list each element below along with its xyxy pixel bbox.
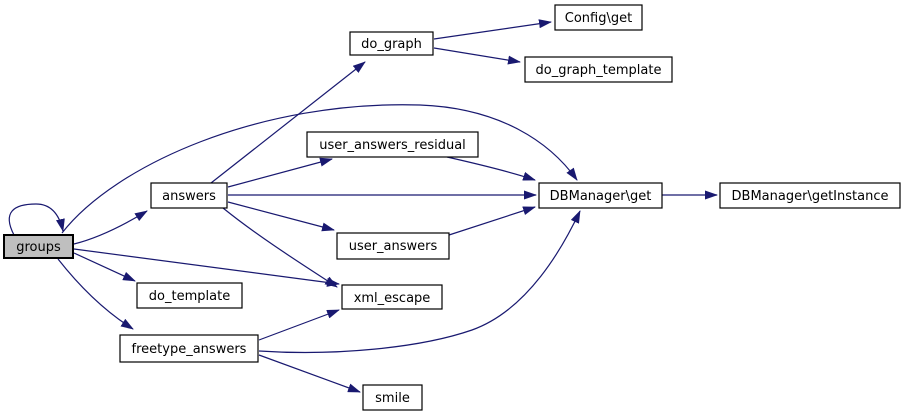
edge-answers-to-do-graph: [210, 61, 366, 184]
node-dbmanager-get[interactable]: DBManager\get: [538, 182, 663, 209]
edge-answers-to-user-answers-residual: [227, 157, 333, 188]
node-xml-escape-box: [341, 284, 443, 310]
node-do-graph[interactable]: do_graph: [349, 31, 434, 56]
node-do-graph-label: do_graph: [361, 37, 422, 52]
edge-groups-self-loop: [8, 203, 65, 236]
node-dbmanager-get-label: DBManager\get: [550, 189, 652, 204]
edge-freetype-answers-to-smile: [258, 354, 361, 393]
node-config-get[interactable]: Config\get: [554, 4, 643, 31]
node-dbmanager-getinstance[interactable]: DBManager\getInstance: [719, 182, 901, 209]
edge-groups-to-do-template: [73, 252, 136, 282]
edge-user-answers-residual-to-dbmanager-get: [446, 156, 536, 181]
node-do-graph-template-label: do_graph_template: [536, 63, 662, 78]
node-answers-label: answers: [162, 189, 216, 204]
node-smile[interactable]: smile: [362, 384, 423, 411]
node-dbmanager-getinstance-box: [719, 182, 901, 209]
edge-groups-to-xml-escape: [73, 248, 340, 287]
node-xml-escape[interactable]: xml_escape: [341, 284, 443, 310]
node-config-get-box: [554, 4, 643, 31]
edge-do-graph-to-config-get: [433, 19, 552, 40]
node-user-answers[interactable]: user_answers: [336, 232, 450, 260]
node-layer: groups answers do_graph Config\get do_gr…: [3, 4, 901, 411]
node-user-answers-box: [336, 232, 450, 260]
node-config-get-label: Config\get: [565, 11, 632, 26]
node-groups-label: groups: [16, 240, 61, 255]
node-user-answers-residual[interactable]: user_answers_residual: [306, 131, 479, 158]
edge-freetype-answers-to-dbmanager-get: [258, 210, 581, 354]
node-do-template[interactable]: do_template: [136, 282, 243, 309]
node-groups[interactable]: groups: [3, 234, 74, 259]
edge-freetype-answers-to-xml-escape: [258, 309, 340, 341]
edge-groups-to-answers: [73, 210, 148, 245]
node-do-template-box: [136, 282, 243, 309]
edge-answers-to-xml-escape: [222, 207, 338, 288]
node-do-graph-template[interactable]: do_graph_template: [524, 56, 673, 83]
edge-groups-to-dbmanager-get: [61, 104, 578, 234]
edge-answers-to-user-answers: [227, 201, 335, 232]
node-smile-box: [362, 384, 423, 411]
node-answers-box: [150, 182, 228, 209]
node-smile-label: smile: [375, 391, 410, 406]
node-do-graph-box: [349, 31, 434, 56]
edge-user-answers-to-dbmanager-get: [448, 206, 536, 236]
node-user-answers-residual-box: [306, 131, 479, 158]
node-groups-box: [3, 234, 74, 259]
node-user-answers-residual-label: user_answers_residual: [319, 138, 466, 153]
node-dbmanager-get-box: [538, 182, 663, 209]
edge-layer: [8, 19, 718, 393]
node-user-answers-label: user_answers: [349, 239, 438, 254]
node-do-graph-template-box: [524, 56, 673, 83]
node-answers[interactable]: answers: [150, 182, 228, 209]
node-dbmanager-getinstance-label: DBManager\getInstance: [732, 189, 889, 204]
edge-groups-to-freetype-answers: [57, 258, 134, 330]
edge-do-graph-to-do-graph-template: [433, 47, 521, 65]
node-freetype-answers-label: freetype_answers: [132, 342, 247, 357]
node-freetype-answers[interactable]: freetype_answers: [119, 334, 259, 363]
node-freetype-answers-box: [119, 334, 259, 363]
node-do-template-label: do_template: [149, 289, 230, 304]
node-xml-escape-label: xml_escape: [354, 291, 431, 306]
